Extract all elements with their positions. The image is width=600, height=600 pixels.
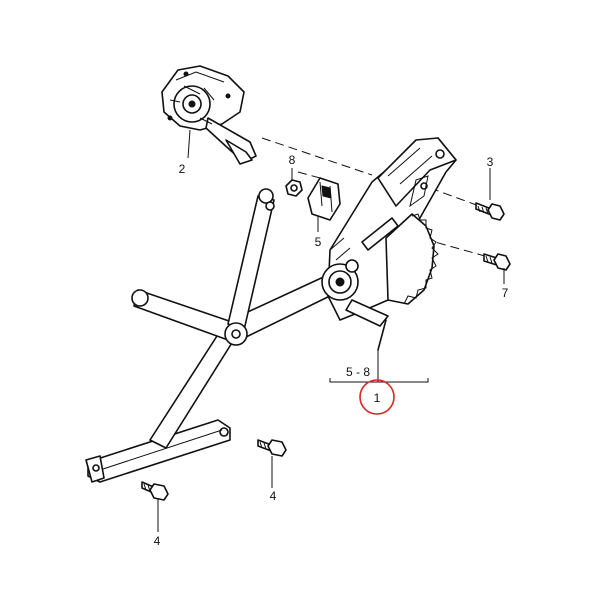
callout-bolt-top: 3	[487, 155, 494, 169]
callout-motor: 2	[179, 162, 186, 176]
bolt-lower	[141, 481, 169, 501]
callout-range: 5 - 8	[346, 365, 370, 379]
regulator-arms	[131, 188, 339, 449]
callout-nut: 8	[289, 153, 296, 167]
lower-guide-rail	[85, 419, 231, 483]
hex-nut	[285, 179, 303, 197]
mounting-clip	[307, 177, 341, 221]
callout-bolt-rail: 4	[270, 489, 277, 503]
regulator-mechanism	[321, 137, 457, 351]
bolt-middle	[483, 253, 511, 271]
leader-lines	[157, 129, 505, 532]
callout-bolt-lower: 4	[154, 534, 161, 548]
bolt-top	[475, 202, 505, 221]
window-motor	[161, 65, 257, 165]
callout-assembly: 1	[374, 391, 381, 405]
highlight-circle	[359, 379, 395, 415]
callout-clip: 5	[315, 235, 322, 249]
callout-bolt-middle: 7	[502, 286, 509, 300]
bolt-rail	[257, 439, 287, 457]
